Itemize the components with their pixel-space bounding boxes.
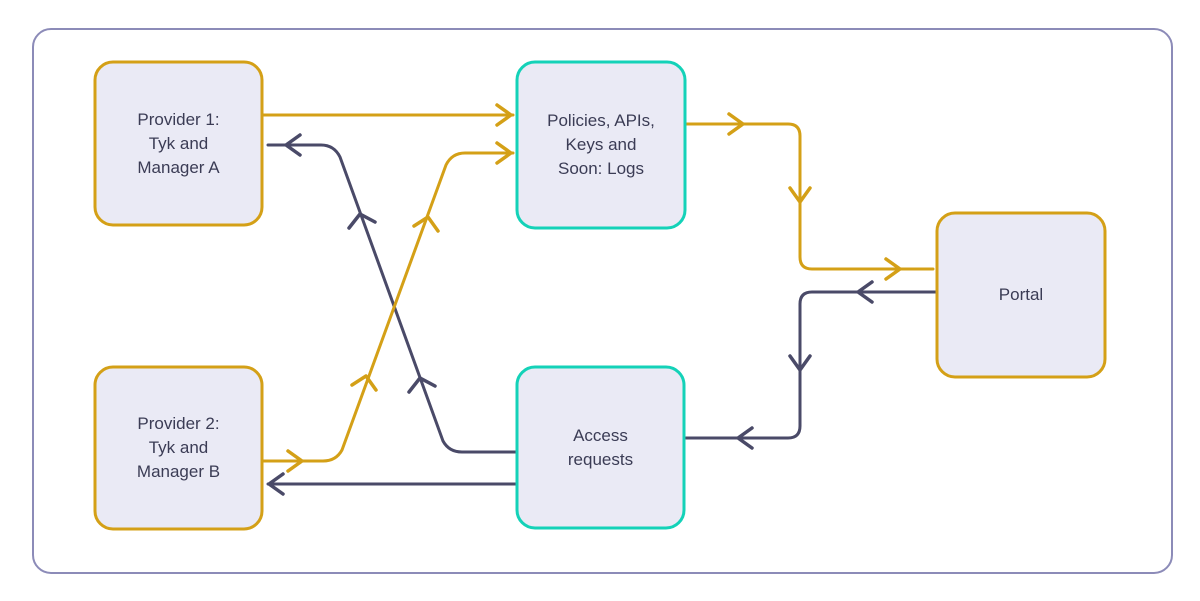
edge-access-requests-to-provider1 [266,133,519,454]
node-provider-2[interactable] [93,365,264,531]
arrowhead-right-end [884,257,902,281]
edge-provider1-to-policies [260,103,515,127]
arrowhead-left [284,133,302,157]
arrowhead-down [788,354,812,372]
arrowhead-left [856,280,874,304]
arrowhead-right-end [495,141,513,165]
edge-access-requests-to-provider2 [266,472,521,496]
arrowhead-down [788,186,812,204]
arrowhead-up-right-upper [412,215,440,233]
edge-policies-to-portal [683,112,935,281]
nodes-layer [93,60,1107,531]
arrowhead-right [727,112,745,136]
node-provider-1[interactable] [93,60,264,227]
diagram-outer-frame [32,28,1173,574]
arrowhead-left [267,472,285,496]
edges-layer [260,103,939,496]
node-portal[interactable] [935,211,1107,379]
arrowhead-up-right-lower [350,374,378,392]
arrowhead-up-left-upper [347,212,377,230]
arrowhead-right-start [286,449,304,473]
node-access-requests[interactable] [515,365,686,530]
arrowhead-left-end [736,426,754,450]
arrowhead-right [495,103,513,127]
node-policies-apis-keys-logs[interactable] [515,60,687,230]
edge-provider2-to-policies [260,141,515,473]
edge-portal-to-access-requests [684,280,939,450]
arrowhead-up-left-lower [407,376,437,394]
